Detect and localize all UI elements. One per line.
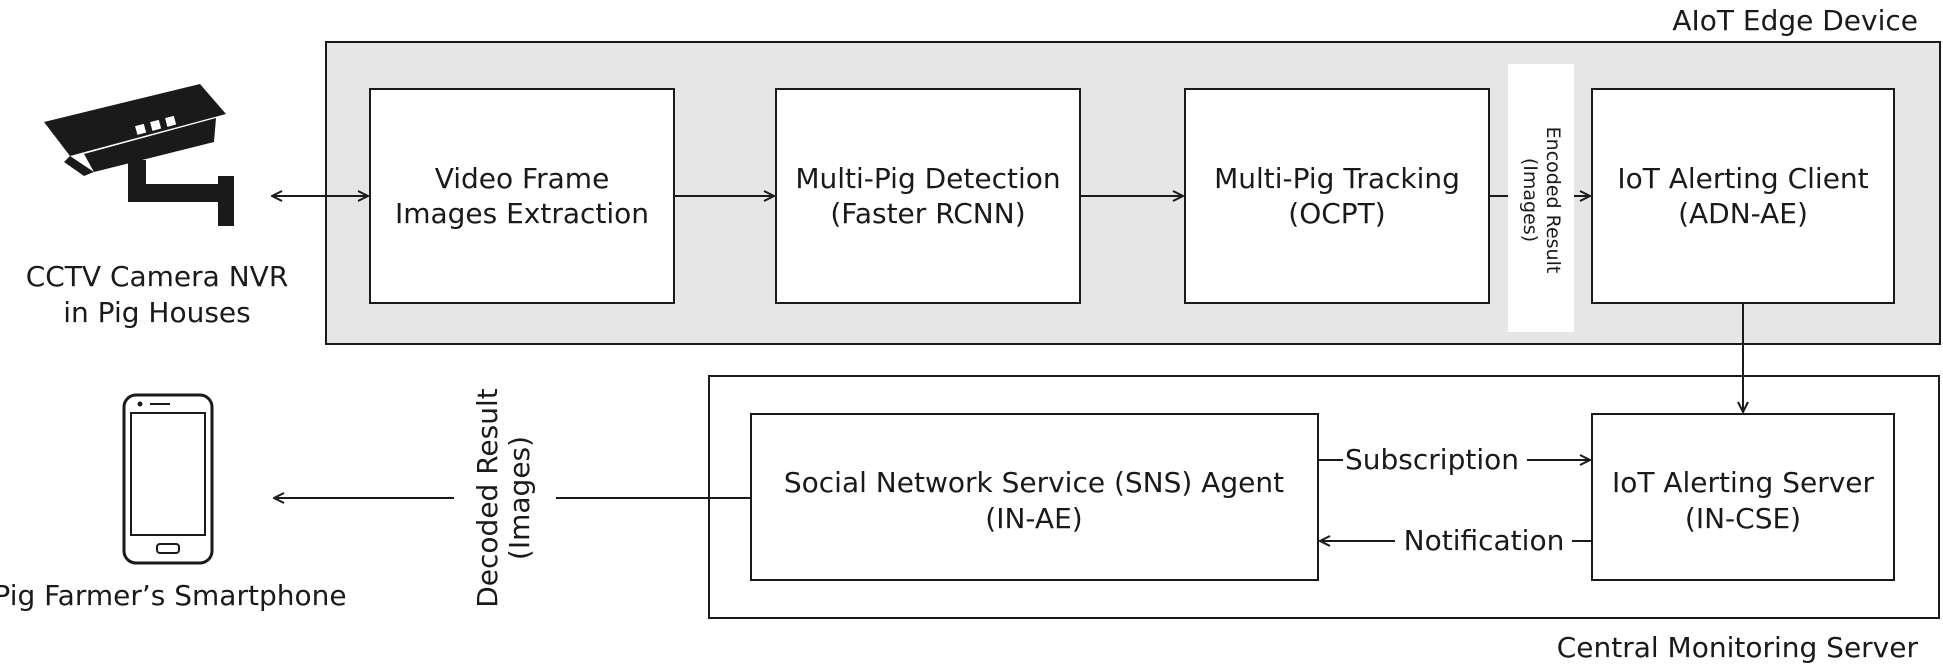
box-label-line1: Multi-Pig Tracking bbox=[1214, 162, 1460, 195]
video-frame-extraction-box: Video Frame Images Extraction bbox=[369, 88, 675, 304]
box-label-line2: (ADN-AE) bbox=[1678, 197, 1808, 230]
encoded-result-label-bg bbox=[1508, 64, 1574, 332]
box-label-line1: Multi-Pig Detection bbox=[795, 162, 1060, 195]
notification-label: Notification bbox=[1404, 524, 1565, 557]
multi-pig-tracking-box: Multi-Pig Tracking (OCPT) bbox=[1184, 88, 1490, 304]
decoded-result-line2: (Images) bbox=[503, 436, 536, 560]
box-label-line2: Images Extraction bbox=[395, 197, 649, 230]
box-label-line2: (OCPT) bbox=[1288, 197, 1385, 230]
box-label-line2: (IN-CSE) bbox=[1685, 502, 1801, 535]
subscription-label: Subscription bbox=[1345, 443, 1519, 476]
encoded-result-line1: Encoded Result bbox=[1542, 127, 1564, 274]
sns-agent-box: Social Network Service (SNS) Agent (IN-A… bbox=[750, 413, 1319, 581]
multi-pig-detection-box: Multi-Pig Detection (Faster RCNN) bbox=[775, 88, 1081, 304]
encoded-result-label: Encoded Result (Images) bbox=[1519, 127, 1564, 274]
box-label-line1: IoT Alerting Client bbox=[1617, 162, 1868, 195]
iot-alerting-server-box: IoT Alerting Server (IN-CSE) bbox=[1591, 413, 1895, 581]
decoded-result-line1: Decoded Result bbox=[471, 388, 504, 608]
encoded-result-line2: (Images) bbox=[1519, 158, 1541, 242]
smartphone-icon bbox=[122, 393, 214, 565]
box-label-line2: (IN-AE) bbox=[985, 502, 1082, 535]
cctv-camera-icon bbox=[44, 84, 234, 226]
camera-label-line2: in Pig Houses bbox=[63, 296, 250, 329]
decoded-result-label: Decoded Result (Images) bbox=[471, 388, 536, 608]
iot-alerting-client-box: IoT Alerting Client (ADN-AE) bbox=[1591, 88, 1895, 304]
box-label-line1: IoT Alerting Server bbox=[1612, 466, 1875, 499]
camera-label-line1: CCTV Camera NVR bbox=[26, 260, 289, 293]
smartphone-label: Pig Farmer’s Smartphone bbox=[0, 579, 347, 612]
box-label-line2: (Faster RCNN) bbox=[830, 197, 1025, 230]
box-label-line1: Social Network Service (SNS) Agent bbox=[784, 466, 1284, 499]
central-server-label: Central Monitoring Server bbox=[1557, 631, 1919, 664]
box-label-line1: Video Frame bbox=[435, 162, 610, 195]
edge-device-label: AIoT Edge Device bbox=[1672, 4, 1918, 37]
